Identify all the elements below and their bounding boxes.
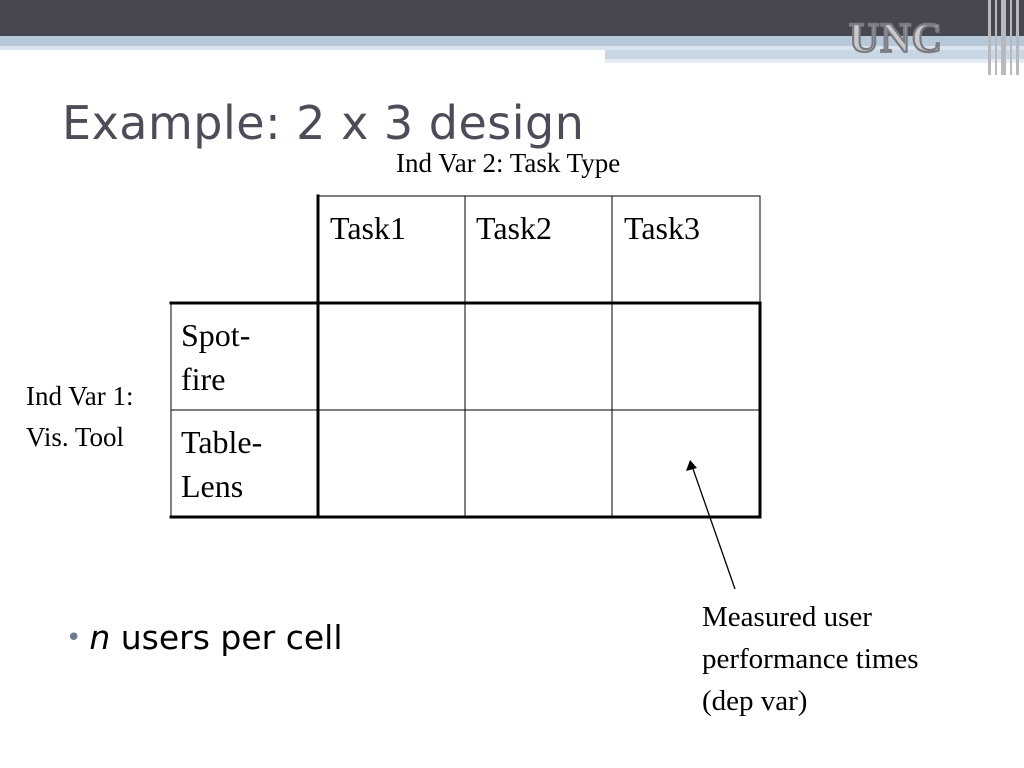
unc-logo-text: UNC [849, 16, 943, 62]
annotation-arrowhead [686, 460, 697, 471]
row-header-line: Lens [181, 468, 244, 504]
bullet-dot-icon: • [66, 623, 82, 653]
note-line: (dep var) [702, 685, 808, 717]
note-line: Measured user [702, 601, 872, 633]
row-variable-label: Ind Var 1: Vis. Tool [26, 376, 134, 458]
unc-logo: UNC [848, 15, 943, 62]
bullet-text: users per cell [110, 618, 343, 657]
row-header-tablelens: Table- Lens [181, 420, 262, 508]
column-variable-label: Ind Var 2: Task Type [396, 148, 621, 178]
bullet-emphasis: n [89, 618, 111, 657]
banner-accent-stripe [605, 50, 1024, 59]
row-header-line: Table- [181, 424, 263, 460]
top-banner [0, 0, 1024, 36]
dependent-variable-note: Measured user performance times (dep var… [702, 596, 919, 722]
banner-stripe-light [0, 46, 1024, 50]
bullet-item: •n users per cell [66, 618, 343, 657]
row-variable-label-line: Vis. Tool [26, 422, 125, 452]
edge-decoration [984, 0, 1024, 75]
column-header-task1: Task1 [330, 210, 406, 246]
column-header-task3: Task3 [624, 210, 700, 246]
row-header-spotfire: Spot- fire [181, 313, 250, 401]
row-variable-label-line: Ind Var 1: [26, 381, 134, 411]
annotation-arrow [691, 465, 736, 590]
row-header-line: fire [181, 361, 226, 397]
note-line: performance times [702, 643, 919, 675]
slide-title: Example: 2 x 3 design [62, 96, 585, 150]
banner-accent-stripe-light [605, 59, 1024, 63]
banner-stripe [0, 36, 1024, 46]
column-header-task2: Task2 [476, 210, 552, 246]
row-header-line: Spot- [181, 317, 251, 353]
